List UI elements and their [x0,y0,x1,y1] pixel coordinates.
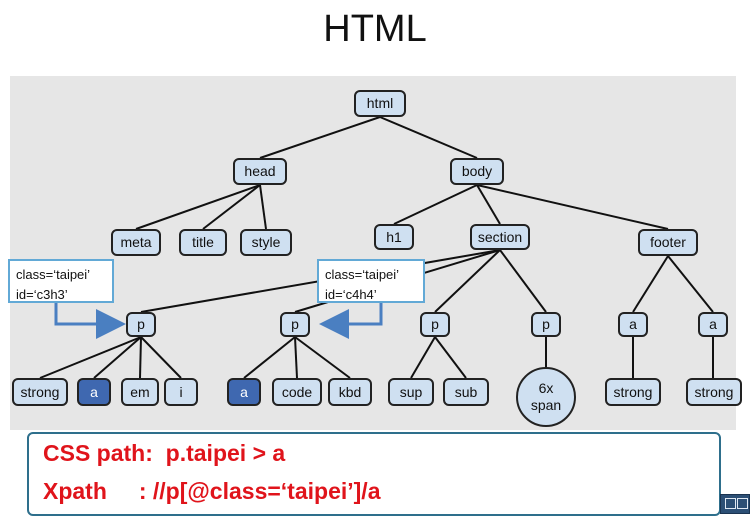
callout-left: class=‘taipei’ id=‘c3h3’ [8,259,114,303]
node-style: style [240,229,292,256]
selector-summary-box: CSS path: p.taipei > a Xpath : //p[@clas… [27,432,721,516]
node-footer-a-1: a [618,312,648,337]
edge-html-head [259,116,381,159]
node-h1: h1 [374,224,414,250]
callout-left-class: class=‘taipei’ [16,267,91,282]
edge-p1-i [140,336,182,379]
node-em: em [121,378,159,406]
node-strong-1: strong [12,378,68,406]
node-code: code [272,378,322,406]
edge-p1-em [139,336,142,379]
edge-footer-a1 [632,255,669,313]
node-p-3: p [420,312,450,337]
node-i: i [164,378,198,406]
node-body: body [450,158,504,185]
node-footer: footer [638,229,698,256]
node-sub: sub [443,378,489,406]
edge-body-footer [476,184,669,230]
node-p-taipei-c3h3: p [126,312,156,337]
node-kbd: kbd [328,378,372,406]
slide-title: HTML [323,8,427,50]
edge-p2-a [243,336,296,379]
callout-arrow-right [319,302,383,339]
node-title: title [179,229,227,256]
slide-nav-icon[interactable] [720,494,750,514]
edge-body-h1 [393,184,478,225]
css-path-text: CSS path: p.taipei > a [43,440,286,466]
edge-p2-code [294,336,298,379]
node-meta: meta [111,229,161,256]
edge-p1-a [93,336,142,379]
node-a-highlighted-1: a [77,378,111,406]
node-html: html [354,90,406,117]
node-span-label: 6x span [517,380,575,414]
node-footer-a-2: a [698,312,728,337]
edge-html-body [379,116,478,159]
edge-head-title [202,184,261,230]
callout-right-id: id=‘c4h4’ [325,287,377,302]
node-head: head [233,158,287,185]
edge-body-section [476,184,501,225]
callout-right-class: class=‘taipei’ [325,267,400,282]
node-p-taipei-c4h4: p [280,312,310,337]
edge-section-p4 [499,249,547,313]
callout-left-id: id=‘c3h3’ [16,287,68,302]
node-sup: sup [388,378,434,406]
node-strong-3: strong [686,378,742,406]
edge-p3-sup [410,336,436,379]
edge-section-p3 [434,249,501,313]
span-count: 6x [538,380,554,396]
callout-arrow-left [54,302,126,339]
span-node-circle [516,367,576,427]
edge-p2-kbd [294,336,351,379]
edge-head-style [259,184,267,230]
edge-p1-strong [39,336,142,379]
callout-right: class=‘taipei’ id=‘c4h4’ [317,259,425,303]
span-name: span [530,397,562,413]
node-section: section [470,224,530,250]
node-a-highlighted-2: a [227,378,261,406]
node-strong-2: strong [605,378,661,406]
xpath-text: Xpath : //p[@class=‘taipei’]/a [43,478,381,504]
node-p-4: p [531,312,561,337]
edge-footer-a2 [667,255,714,313]
edge-head-meta [135,184,261,230]
edge-p3-sub [434,336,467,379]
